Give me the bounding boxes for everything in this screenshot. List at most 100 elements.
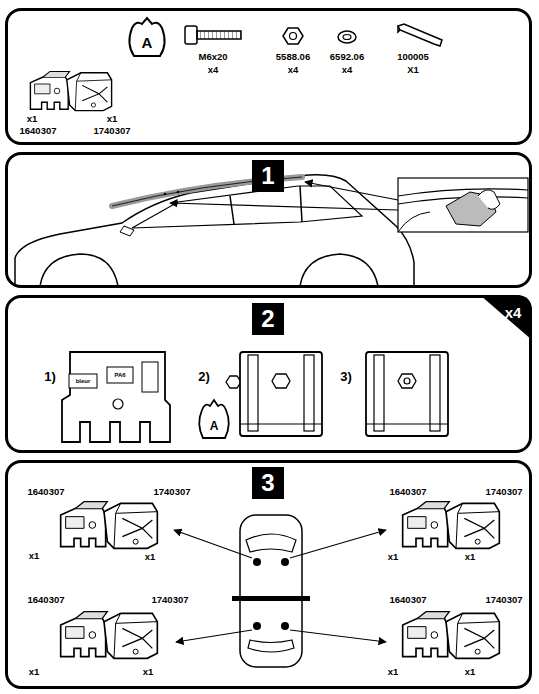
foot-pair <box>61 502 158 549</box>
part-label: bleur <box>76 378 91 384</box>
step-number: 2 <box>261 307 274 331</box>
part-label: x4 <box>342 65 353 75</box>
car-top-view <box>176 630 252 642</box>
bag-icon <box>129 18 164 56</box>
nut <box>226 376 241 388</box>
part-label: x1 <box>29 551 40 561</box>
step-number: 1 <box>261 164 274 188</box>
part-label: 1740307 <box>94 126 131 136</box>
nut <box>283 28 303 44</box>
car-side-view <box>40 254 118 286</box>
foot-pair <box>61 612 158 659</box>
car-side-view <box>15 175 414 286</box>
part-label: x1 <box>29 667 40 677</box>
car-top-view <box>246 534 296 552</box>
cleaning-inset <box>170 203 398 210</box>
part-label: 1) <box>44 370 56 383</box>
step-panel: 1 <box>5 152 532 288</box>
car-top-view <box>281 622 289 630</box>
part-label: 1740307 <box>152 595 189 605</box>
foot-pair <box>403 612 500 659</box>
part-label: 1740307 <box>486 595 523 605</box>
washer <box>338 31 356 43</box>
foot-part <box>366 423 448 424</box>
car-side-view <box>120 226 134 236</box>
cleaning-inset <box>305 182 398 200</box>
hex-key <box>398 26 400 32</box>
part-label: 1640307 <box>28 595 65 605</box>
hex-key <box>398 24 442 46</box>
nut <box>290 33 297 40</box>
part-label: x4 <box>288 65 299 75</box>
part-label: x1 <box>107 114 118 124</box>
part-label: 1740307 <box>154 487 191 497</box>
bag-icon <box>199 400 229 438</box>
foot-part <box>240 352 322 436</box>
part-label: x1 <box>465 667 476 677</box>
cleaning-inset <box>398 178 528 232</box>
part-label: x4 <box>208 65 219 75</box>
step-panel: 1)bleurPA62)A3)2x4 <box>5 295 532 453</box>
car-side-view <box>177 191 180 194</box>
foot-part <box>240 423 322 424</box>
car-top-view <box>174 530 252 558</box>
part-label: x1 <box>143 667 154 677</box>
foot-part <box>398 374 416 388</box>
part-label: x1 <box>465 552 476 562</box>
foot-part <box>142 362 158 392</box>
foot-part <box>404 378 410 384</box>
foot-part <box>366 352 448 436</box>
foot-part <box>107 367 133 383</box>
washer <box>338 31 356 43</box>
step-panel: A M6x20 x4 5588.06 x4 6592.06 x4 100005X1 x1 1640… <box>5 8 532 145</box>
car-side-view <box>164 193 167 196</box>
car-top-view <box>253 558 261 566</box>
part-label: 1740307 <box>486 487 523 497</box>
car-top-view <box>290 530 386 558</box>
part-label: PA6 <box>114 372 125 378</box>
part-label: A <box>142 35 153 50</box>
car-side-view <box>300 254 378 286</box>
foot-part <box>304 355 314 431</box>
part-label: 5588.06 <box>276 52 310 62</box>
bag-icon <box>199 400 229 438</box>
foot-pair <box>403 502 500 549</box>
part-label: x1 <box>27 114 38 124</box>
hex-key <box>398 24 442 46</box>
part-label: 3) <box>340 370 352 383</box>
bag-icon <box>129 18 164 56</box>
foot-part <box>248 355 258 431</box>
part-label: M6x20 <box>198 52 227 62</box>
car-side-view <box>15 175 414 286</box>
washer <box>343 35 351 40</box>
part-label: 1640307 <box>20 126 57 136</box>
cleaning-inset <box>398 212 430 232</box>
part-label: 1640307 <box>390 487 427 497</box>
part-label: 1640307 <box>28 487 65 497</box>
step-panel: 1640307 1740307 1640307 1740307 x1 x1 x1 x1 1640… <box>5 460 532 689</box>
step-number: 3 <box>261 471 274 495</box>
foot-part <box>62 352 170 442</box>
car-top-view <box>232 596 310 601</box>
part-label: 1640307 <box>390 595 427 605</box>
foot-part <box>272 374 290 388</box>
step-number: 2 <box>252 303 284 335</box>
foot-part <box>430 355 440 431</box>
car-top-view <box>240 515 302 667</box>
badge-shape <box>480 295 532 340</box>
cleaning-inset <box>478 190 500 210</box>
step-number: 1 <box>252 160 284 192</box>
cleaning-inset <box>170 178 528 232</box>
part-label: X1 <box>407 65 419 75</box>
car-top-view <box>248 640 294 652</box>
foot-part <box>374 355 384 431</box>
part-label: 100005 <box>397 52 429 62</box>
part-label: x1 <box>145 552 156 562</box>
part-label: x1 <box>388 667 399 677</box>
repeat-badge: x4 <box>480 295 532 340</box>
part-label: 6592.06 <box>330 52 364 62</box>
step-number: 3 <box>252 467 284 499</box>
bolt <box>185 26 241 44</box>
foot-part <box>62 352 170 442</box>
